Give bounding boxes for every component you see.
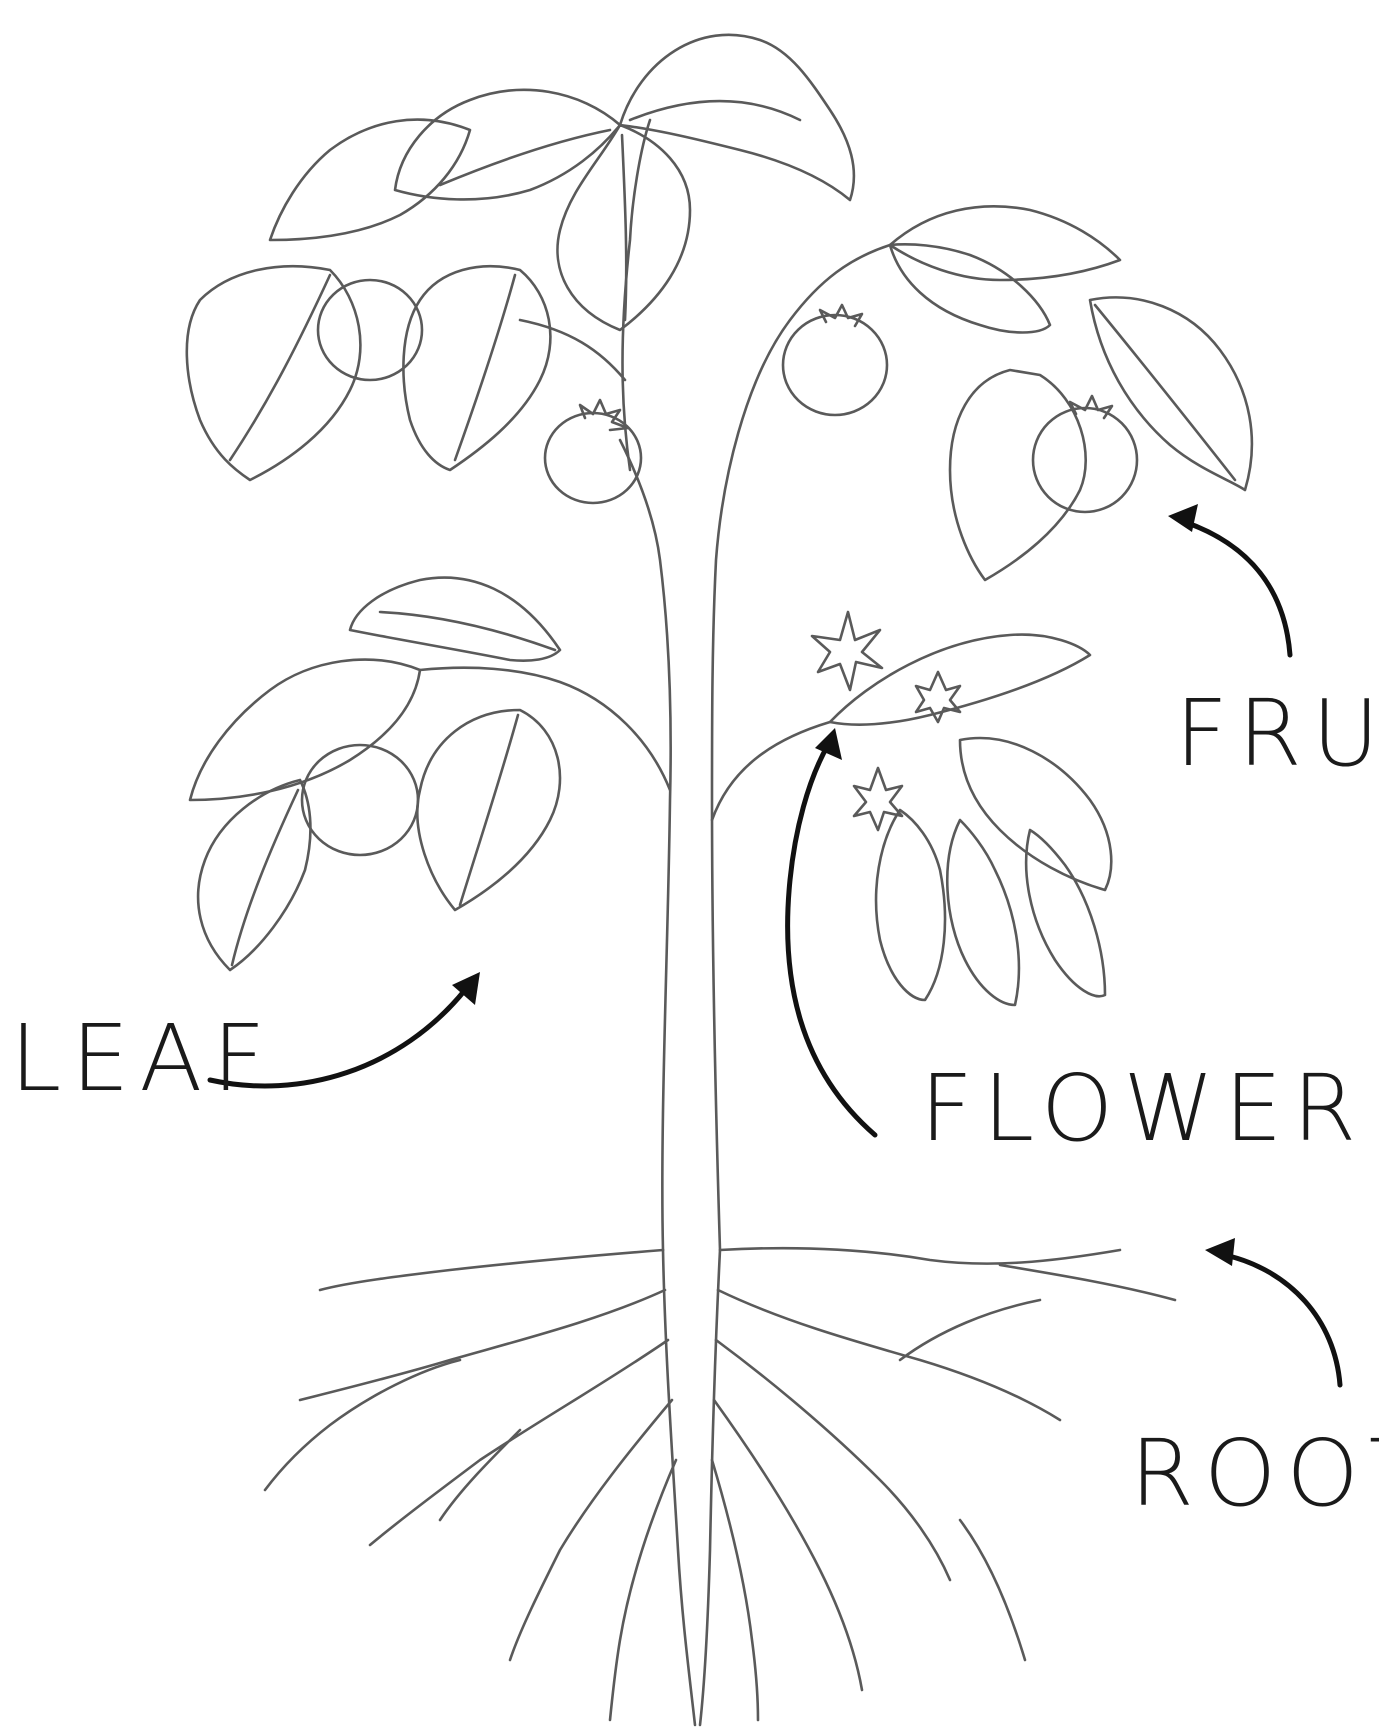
root-surface [320, 1248, 1175, 1300]
flower-arrow-head [815, 728, 842, 760]
flower-bud-a [916, 672, 960, 722]
root-arrow [1205, 1238, 1340, 1385]
label-root: ROOT [1130, 1420, 1379, 1527]
leaf-flower-lower-b [947, 820, 1019, 1005]
fruit-mid-left [302, 745, 418, 855]
leaf-right-top [890, 206, 1120, 280]
root-main [663, 1250, 720, 1725]
leaf-mid-left-lower [198, 780, 310, 970]
leaf-right-large [1090, 297, 1252, 490]
leaf-flower-lower-c [1026, 830, 1105, 996]
root-left-branches [265, 1290, 676, 1720]
leaf-upper-left-outer [270, 120, 470, 240]
label-fruit: FRUIT [1175, 680, 1379, 787]
fruit-arrow [1168, 504, 1290, 655]
fruit-right-upper [783, 315, 887, 415]
leaf-left-big [187, 266, 361, 480]
leaf-flower-right [960, 738, 1111, 890]
leaf-left-mid [403, 266, 550, 470]
leaf-top-left [395, 90, 620, 200]
leaf-top-center [620, 35, 854, 200]
flower-open [812, 612, 882, 690]
label-leaf: LEAF [10, 1005, 275, 1112]
leaf-right-lower [950, 370, 1086, 580]
fruit-right-lower-calyx [1070, 396, 1112, 418]
main-stem [620, 245, 890, 1250]
label-flower: FLOWER [920, 1055, 1366, 1162]
plant-illustration [187, 35, 1252, 1725]
stem-upper-left-branch [520, 320, 625, 380]
leaf-mid-center [417, 710, 560, 910]
root-right-branches [712, 1290, 1060, 1720]
root-arrow-head [1205, 1238, 1235, 1266]
leaf-flower-lower-a [876, 810, 945, 1000]
leaf-mid-left-top [350, 578, 560, 661]
stem-branch-right [712, 722, 830, 820]
